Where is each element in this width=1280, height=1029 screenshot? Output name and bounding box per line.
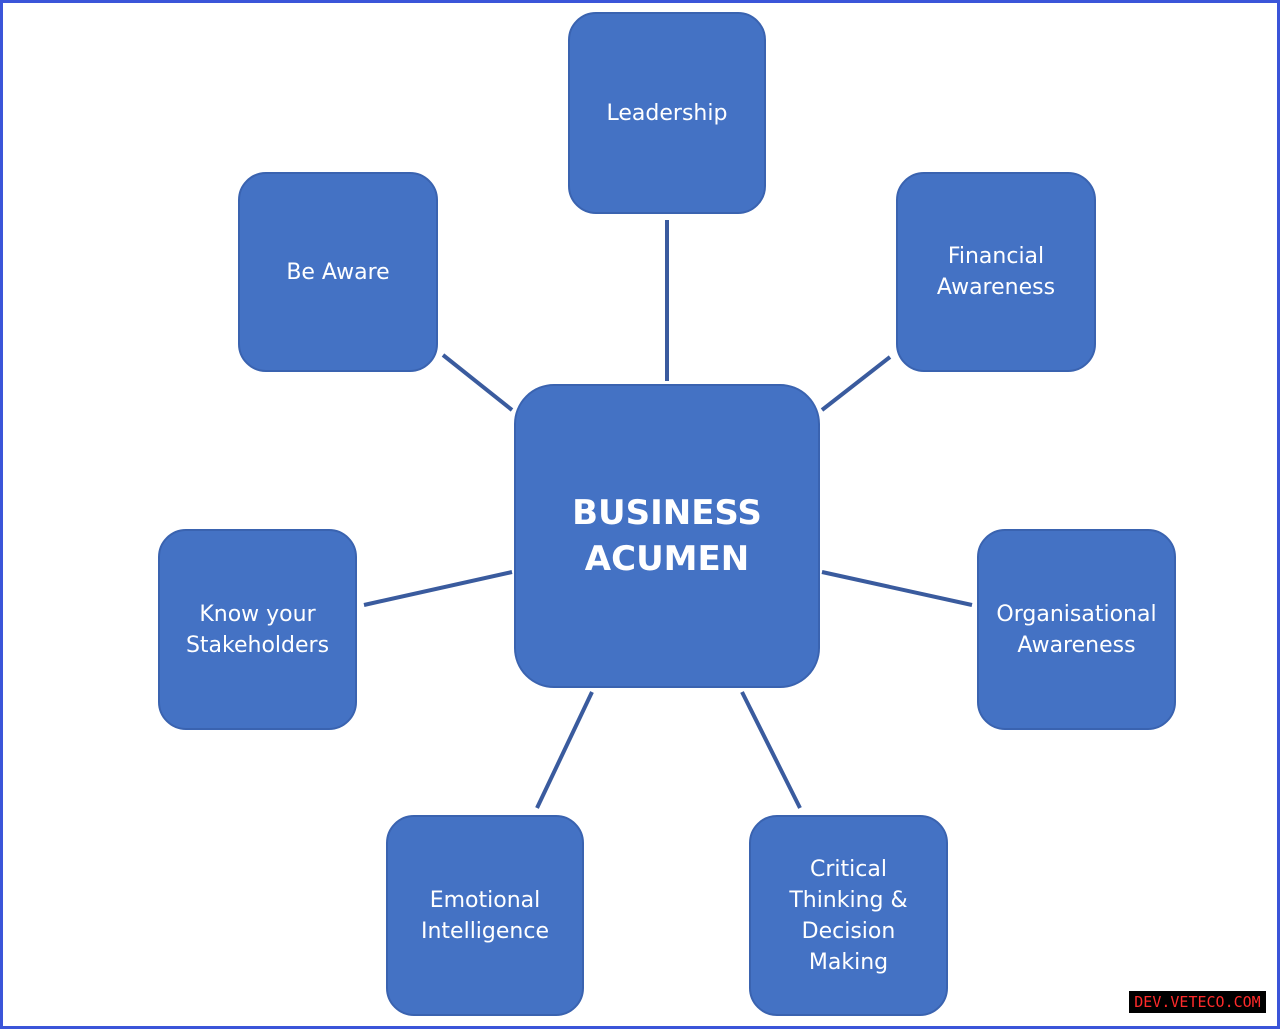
node-critical-thinking-label: Critical Thinking & Decision Making [789,856,908,975]
node-emotional-intelligence-label: Emotional Intelligence [420,887,549,944]
connector-organisational-awareness [821,570,973,607]
node-critical-thinking: Critical Thinking & Decision Making [749,815,948,1016]
node-leadership: Leadership [568,12,766,214]
node-be-aware: Be Aware [238,172,438,372]
connector-know-your-stakeholders [363,570,513,607]
center-node-label: BUSINESS ACUMEN [572,493,762,579]
watermark-badge: DEV.VETECO.COM [1129,991,1266,1013]
connector-financial-awareness [820,355,892,412]
connector-be-aware [441,353,514,412]
connector-emotional-intelligence [535,691,594,809]
node-know-your-stakeholders-label: Know your Stakeholders [185,601,330,658]
node-financial-awareness-label: Financial Awareness [936,244,1056,300]
node-organisational-awareness-label: Organisational Awareness [996,601,1157,658]
watermark-text: DEV.VETECO.COM [1134,993,1261,1011]
connector-critical-thinking [740,691,802,809]
node-financial-awareness: Financial Awareness [896,172,1096,372]
node-know-your-stakeholders: Know your Stakeholders [158,529,357,730]
node-leadership-label: Leadership [606,100,728,126]
center-node-business-acumen: BUSINESS ACUMEN [514,384,820,688]
node-emotional-intelligence: Emotional Intelligence [386,815,584,1016]
node-be-aware-label: Be Aware [286,259,390,285]
node-organisational-awareness: Organisational Awareness [977,529,1176,730]
